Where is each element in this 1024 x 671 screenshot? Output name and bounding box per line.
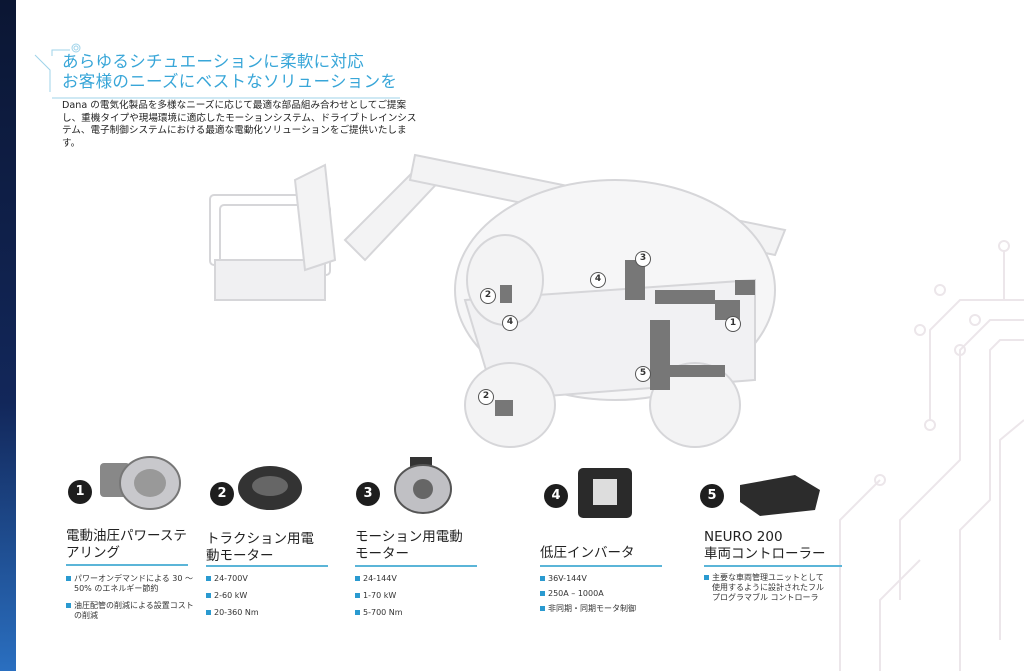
callout-2: 2 bbox=[480, 288, 496, 304]
title-line: 電動油圧パワーステ bbox=[66, 528, 187, 544]
product-number-5: 5 bbox=[700, 484, 724, 508]
title-line: アリング bbox=[66, 545, 120, 561]
title-line: トラクション用電 bbox=[206, 531, 314, 547]
callout-2: 2 bbox=[478, 389, 494, 405]
bullet: 5-700 Nm bbox=[355, 608, 403, 617]
title-line: NEURO 200 bbox=[704, 529, 783, 545]
title-line-1: あらゆるシチュエーションに柔軟に対応 bbox=[62, 52, 365, 71]
callout-3: 3 bbox=[635, 251, 651, 267]
title-line: 動モーター bbox=[206, 548, 274, 564]
product-title-2: トラクション用電動モーター bbox=[206, 531, 314, 565]
callout-5: 5 bbox=[635, 366, 651, 382]
bullet: 250A – 1000A bbox=[540, 589, 604, 598]
divider bbox=[66, 564, 188, 566]
bullet: 主要な車両管理ユニットとして使用するように設計されたフルプログラマブル コントロ… bbox=[704, 573, 827, 603]
title-line: モーター bbox=[355, 546, 409, 562]
bullet: パワーオンデマンドによる 30 〜 50% のエネルギー節約 bbox=[66, 574, 194, 593]
divider bbox=[540, 565, 662, 567]
product-title-3: モーション用電動モーター bbox=[355, 529, 463, 563]
bullet: 24-144V bbox=[355, 574, 397, 583]
divider bbox=[704, 565, 842, 567]
bullet: 非同期・同期モータ制御 bbox=[540, 604, 636, 613]
callout-4: 4 bbox=[502, 315, 518, 331]
inverter-image bbox=[578, 468, 632, 518]
divider bbox=[355, 565, 477, 567]
bullet: 36V-144V bbox=[540, 574, 587, 583]
bullet: 2-60 kW bbox=[205, 591, 248, 600]
product-title-4: 低圧インバータ bbox=[540, 545, 635, 562]
bullet: 油圧配管の削減による設置コストの削減 bbox=[66, 601, 194, 620]
title-line: モーション用電動 bbox=[355, 529, 463, 545]
callout-4: 4 bbox=[590, 272, 606, 288]
title-line: 車両コントローラー bbox=[704, 546, 826, 562]
product-number-2: 2 bbox=[210, 482, 234, 506]
left-color-strip bbox=[0, 0, 16, 671]
bullet: 1-70 kW bbox=[354, 591, 397, 600]
product-number-3: 3 bbox=[356, 482, 380, 506]
motion-motor-image bbox=[394, 457, 452, 514]
hydraulic-pump-image bbox=[100, 456, 181, 510]
callout-1: 1 bbox=[725, 316, 741, 332]
traction-motor-image bbox=[238, 466, 302, 510]
product-number-1: 1 bbox=[68, 480, 92, 504]
controller-image bbox=[740, 475, 820, 516]
title-line: 低圧インバータ bbox=[540, 545, 635, 561]
description: Dana の電気化製品を多様なニーズに応じて最適な部品組み合わせとしてご提案し、… bbox=[62, 100, 417, 149]
bullet: 20-360 Nm bbox=[206, 608, 259, 617]
title-line-2: お客様のニーズにベストなソリューションを bbox=[62, 72, 398, 91]
product-title-1: 電動油圧パワーステアリング bbox=[66, 528, 187, 562]
divider bbox=[206, 565, 328, 567]
bullet: 24-700V bbox=[206, 574, 248, 583]
product-number-4: 4 bbox=[544, 484, 568, 508]
page-title: あらゆるシチュエーションに柔軟に対応 お客様のニーズにベストなソリューションを bbox=[62, 52, 397, 92]
aerial-lift-illustration bbox=[209, 153, 787, 448]
